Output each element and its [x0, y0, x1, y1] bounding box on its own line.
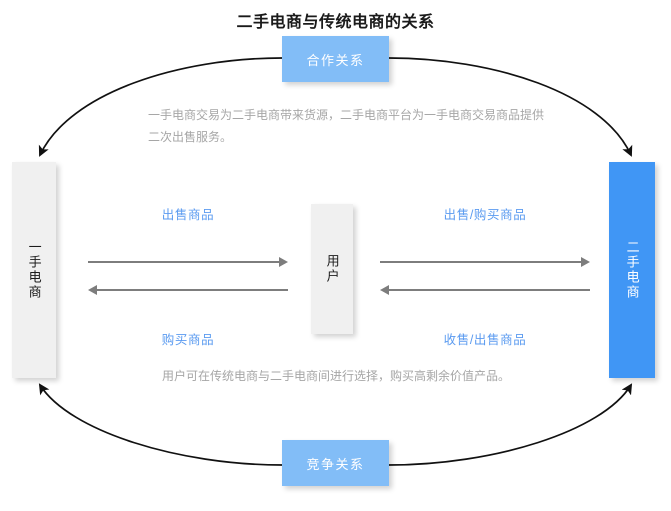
note-cooperation-description: 一手电商交易为二手电商带来货源，二手电商平台为一手电商交易商品提供二次出售服务。 — [148, 108, 545, 145]
arrow-head-left-icon — [380, 285, 389, 295]
curve-cooperation-to-second-hand — [388, 57, 633, 157]
arrow-head-left-icon — [88, 285, 97, 295]
arrow-head-right-icon — [279, 257, 288, 267]
node-second-hand-ecommerce[interactable]: 二手电商 — [609, 162, 655, 378]
arrow-shaft — [388, 289, 590, 291]
arrow-user-to-second-hand — [380, 257, 590, 267]
node-user[interactable]: 用户 — [311, 204, 353, 334]
node-second-hand-label: 二手电商 — [624, 240, 640, 300]
arrow-shaft — [96, 289, 288, 291]
node-first-hand-label: 一手电商 — [26, 240, 42, 300]
arrow-shaft — [88, 261, 280, 263]
node-user-label: 用户 — [324, 254, 340, 284]
arrow-shaft — [380, 261, 582, 263]
arrow-first-hand-to-user — [88, 257, 288, 267]
flow-left-top-label: 出售商品 — [161, 208, 215, 222]
note-competition-description: 用户可在传统电商与二手电商间进行选择，购买高剩余价值产品。 — [161, 369, 510, 383]
flow-left-bottom-label: 购买商品 — [161, 333, 215, 347]
node-first-hand-ecommerce[interactable]: 一手电商 — [12, 162, 56, 378]
arrow-second-hand-to-user — [380, 285, 590, 295]
page-title: 二手电商与传统电商的关系 — [236, 14, 435, 31]
arrow-user-to-first-hand — [88, 285, 288, 295]
node-competition-label: 竞争关系 — [306, 456, 365, 472]
arrow-head-right-icon — [581, 257, 590, 267]
flow-right-top-label: 出售/购买商品 — [443, 208, 527, 222]
curve-competition-to-first-hand — [38, 383, 283, 466]
flow-group-right: 出售/购买商品 收售/出售商品 — [380, 204, 590, 348]
node-cooperation-label: 合作关系 — [306, 52, 365, 68]
node-cooperation[interactable]: 合作关系 — [282, 36, 389, 82]
flow-group-left: 出售商品 购买商品 — [88, 204, 288, 348]
curve-competition-to-second-hand — [388, 383, 633, 466]
node-competition[interactable]: 竞争关系 — [282, 440, 389, 486]
flow-right-bottom-label: 收售/出售商品 — [443, 333, 527, 347]
curve-cooperation-to-first-hand — [38, 57, 283, 157]
